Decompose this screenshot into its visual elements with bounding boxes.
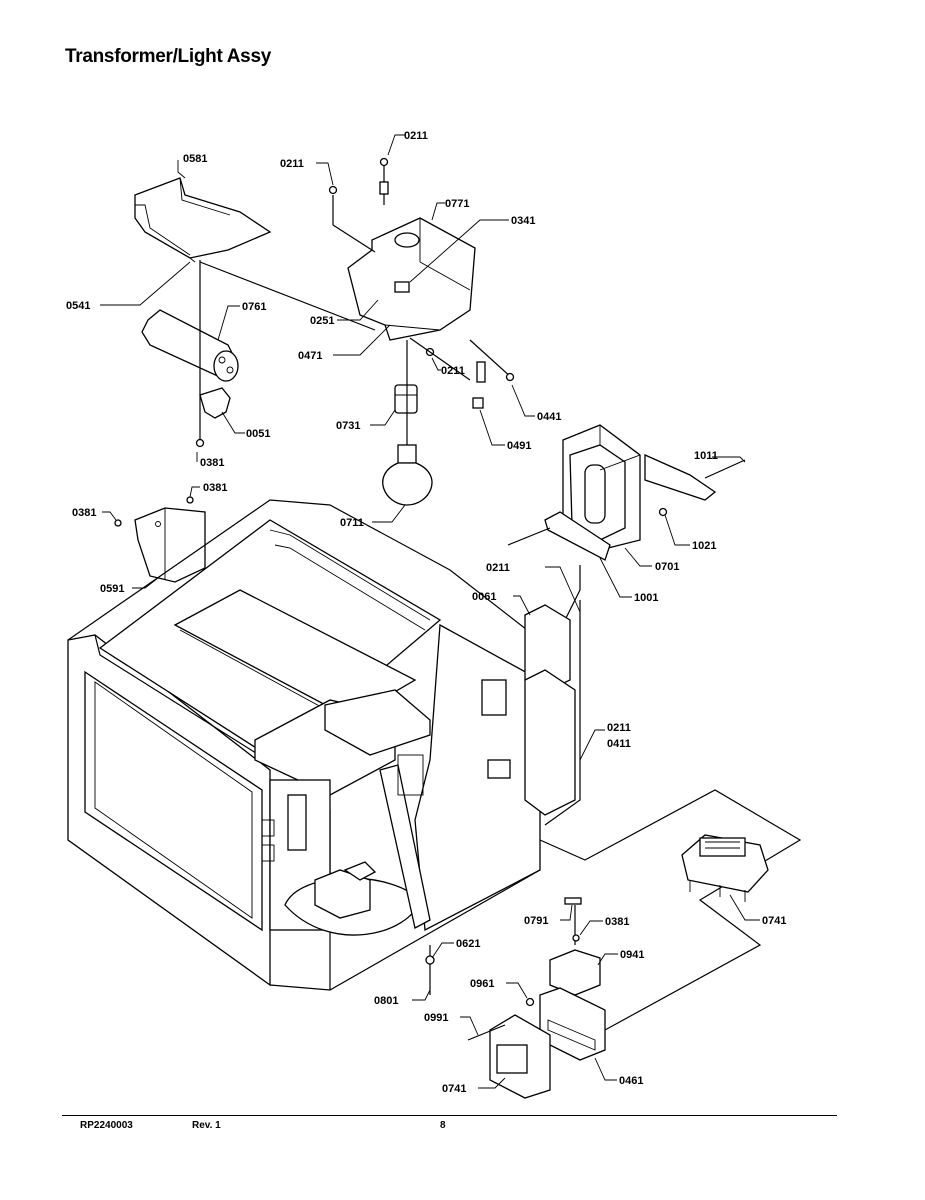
bulb-0711	[382, 444, 433, 506]
transformer-0741-bottom	[467, 1014, 551, 1099]
callout-0061: 0061	[472, 591, 496, 603]
callout-0251: 0251	[310, 315, 334, 327]
screw-0381	[195, 438, 205, 448]
bracket-0771	[347, 217, 476, 341]
callout-0541: 0541	[66, 300, 90, 312]
leader-line	[199, 261, 376, 331]
callout-0341: 0341	[511, 215, 535, 227]
page-title: Transformer/Light Assy	[65, 46, 271, 67]
bracket-1011	[644, 453, 746, 517]
callout-0471: 0471	[298, 350, 322, 362]
footer-doc-number: RP2240003	[80, 1120, 133, 1131]
callout-0211-b: 0211	[280, 158, 304, 170]
shield-0941	[549, 897, 601, 996]
callout-0741-a: 0741	[762, 915, 786, 927]
leader-line	[409, 337, 471, 381]
callout-0211-c: 0211	[441, 365, 465, 377]
footer-rule	[62, 1115, 837, 1116]
callout-0051: 0051	[246, 428, 270, 440]
callout-0761: 0761	[242, 301, 266, 313]
callout-0771: 0771	[445, 198, 469, 210]
callout-leaders	[100, 134, 760, 1089]
callout-0941: 0941	[620, 949, 644, 961]
callout-0411: 0411	[607, 738, 631, 750]
callout-0381-d: 0381	[605, 916, 629, 928]
callout-0961: 0961	[470, 978, 494, 990]
footer-page-number: 8	[440, 1120, 446, 1131]
callout-0461: 0461	[619, 1075, 643, 1087]
bracket-0591	[114, 496, 206, 583]
callout-0991: 0991	[424, 1012, 448, 1024]
callout-0581: 0581	[183, 153, 207, 165]
callout-0441: 0441	[537, 411, 561, 423]
bracket-0581	[134, 177, 272, 263]
clamp-0051	[199, 387, 231, 419]
callout-0491: 0491	[507, 440, 531, 452]
callout-0711: 0711	[340, 517, 364, 529]
callout-labels: 0581 0211 0211 0771 0341 0541 0761 0251 …	[66, 130, 786, 1095]
callout-0621: 0621	[456, 938, 480, 950]
callout-0381-b: 0381	[203, 482, 227, 494]
footer-revision: Rev. 1	[192, 1120, 221, 1131]
callout-0211-d: 0211	[486, 562, 510, 574]
callout-0381-a: 0381	[200, 457, 224, 469]
microwave-cabinet	[67, 499, 541, 991]
connector-0441	[469, 339, 515, 409]
capacitor-0761	[141, 309, 239, 382]
callout-0801: 0801	[374, 995, 398, 1007]
panel-0061	[524, 604, 576, 816]
callout-0211-a: 0211	[404, 130, 428, 142]
callout-0741-b: 0741	[442, 1083, 466, 1095]
callout-1001: 1001	[634, 592, 658, 604]
callout-1011: 1011	[694, 450, 718, 462]
callout-0791: 0791	[524, 915, 548, 927]
leader-line	[544, 600, 581, 826]
callout-0591: 0591	[100, 583, 124, 595]
callout-0381-c: 0381	[72, 507, 96, 519]
lamp-socket-0731	[394, 384, 418, 414]
shelf-outline	[539, 789, 802, 1031]
bracket-1001	[507, 511, 611, 561]
callout-0211-e: 0211	[607, 722, 631, 734]
callout-0731: 0731	[336, 420, 360, 432]
callout-0701: 0701	[655, 561, 679, 573]
callout-1021: 1021	[692, 540, 716, 552]
transformer-0741-top	[681, 834, 769, 902]
